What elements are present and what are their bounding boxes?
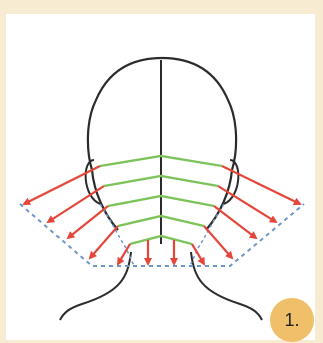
- step-number-badge: 1.: [270, 298, 314, 342]
- arrow-right-4: [204, 226, 232, 258]
- arrow-left-1: [24, 166, 100, 204]
- arrow-left-5: [118, 244, 130, 264]
- arrow-right-3: [214, 206, 256, 238]
- arrow-left-4: [90, 226, 118, 258]
- arrow-right-1: [222, 166, 300, 204]
- arrow-left-3: [68, 206, 108, 238]
